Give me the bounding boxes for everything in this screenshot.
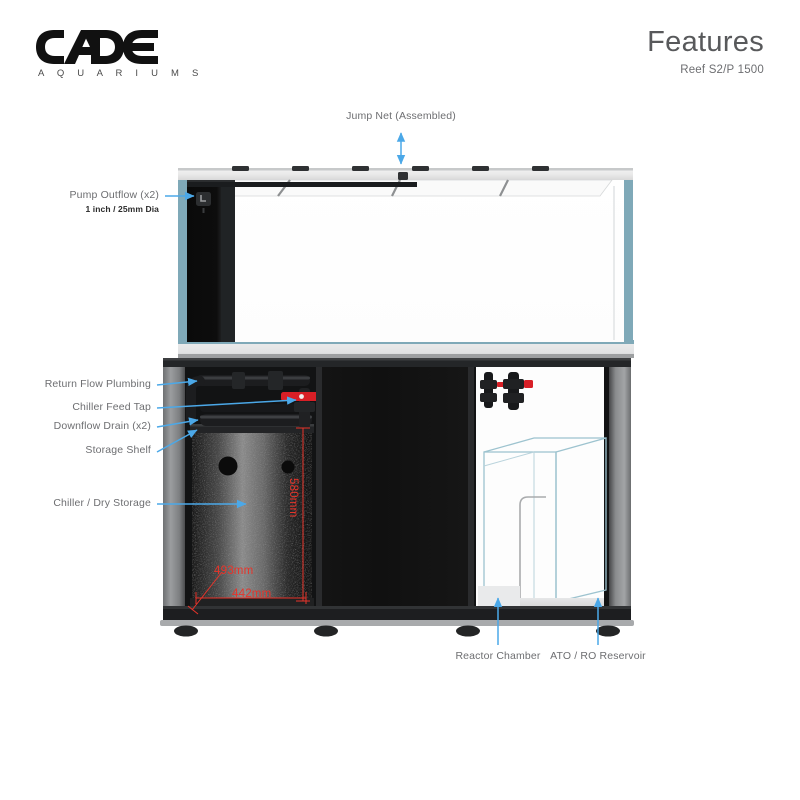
callout-storage-shelf-label: Storage Shelf xyxy=(85,444,151,456)
callout-chiller-dry-storage: Chiller / Dry Storage xyxy=(0,497,151,510)
callout-chiller-dry-storage-label: Chiller / Dry Storage xyxy=(53,497,151,509)
page-title: Features xyxy=(647,26,764,58)
callout-return-flow: Return Flow Plumbing xyxy=(0,378,151,391)
pump-outflow-fitting xyxy=(196,192,211,206)
brand-tagline: A Q U A R I U M S xyxy=(38,68,204,79)
callout-return-flow-label: Return Flow Plumbing xyxy=(44,378,151,390)
arrow-chiller-feed-tap xyxy=(156,396,297,409)
dimension-depth-493: 493mm xyxy=(214,565,254,577)
return-valve-assembly xyxy=(480,372,533,410)
arrow-storage-shelf xyxy=(156,429,198,453)
callout-jump-net-label: Jump Net (Assembled) xyxy=(346,110,456,122)
jump-net-frame xyxy=(178,168,633,180)
callout-pump-outflow-label: Pump Outflow (x2) xyxy=(69,189,159,201)
arrow-downflow-drain xyxy=(156,417,199,428)
chiller-feed-valve-handle xyxy=(281,392,322,401)
callout-reactor-chamber-label: Reactor Chamber xyxy=(455,650,541,662)
callout-storage-shelf: Storage Shelf xyxy=(0,444,151,457)
callout-downflow-drain: Downflow Drain (x2) xyxy=(0,420,151,433)
callout-downflow-drain-label: Downflow Drain (x2) xyxy=(53,420,151,432)
overflow-column xyxy=(187,180,235,342)
callout-pump-outflow: Pump Outflow (x2) 1 inch / 25mm Dia xyxy=(0,189,159,215)
dimension-height-580: 580mm xyxy=(287,478,299,518)
brand-logo: A Q U A R I U M S xyxy=(34,28,224,79)
callout-chiller-feed-tap-label: Chiller Feed Tap xyxy=(72,401,151,413)
jump-net-cross-bars xyxy=(277,179,509,197)
callout-ato-ro-reservoir-label: ATO / RO Reservoir xyxy=(550,650,646,662)
callout-pump-outflow-sublabel: 1 inch / 25mm Dia xyxy=(85,204,159,215)
dimension-width-442: 442mm xyxy=(232,588,272,600)
dimension-lines xyxy=(187,427,310,615)
cabinet-door-panel xyxy=(322,362,468,614)
jump-net-clips xyxy=(232,166,549,180)
callout-ato-ro-reservoir: ATO / RO Reservoir xyxy=(528,650,668,663)
cade-wordmark-icon xyxy=(36,30,158,64)
page-subtitle: Reef S2/P 1500 xyxy=(680,64,764,76)
callout-chiller-feed-tap: Chiller Feed Tap xyxy=(0,401,151,414)
arrow-return-flow xyxy=(156,377,198,387)
callout-jump-net: Jump Net (Assembled) xyxy=(321,110,481,123)
cabinet-feet xyxy=(174,625,620,637)
callout-reactor-chamber: Reactor Chamber xyxy=(428,650,568,663)
